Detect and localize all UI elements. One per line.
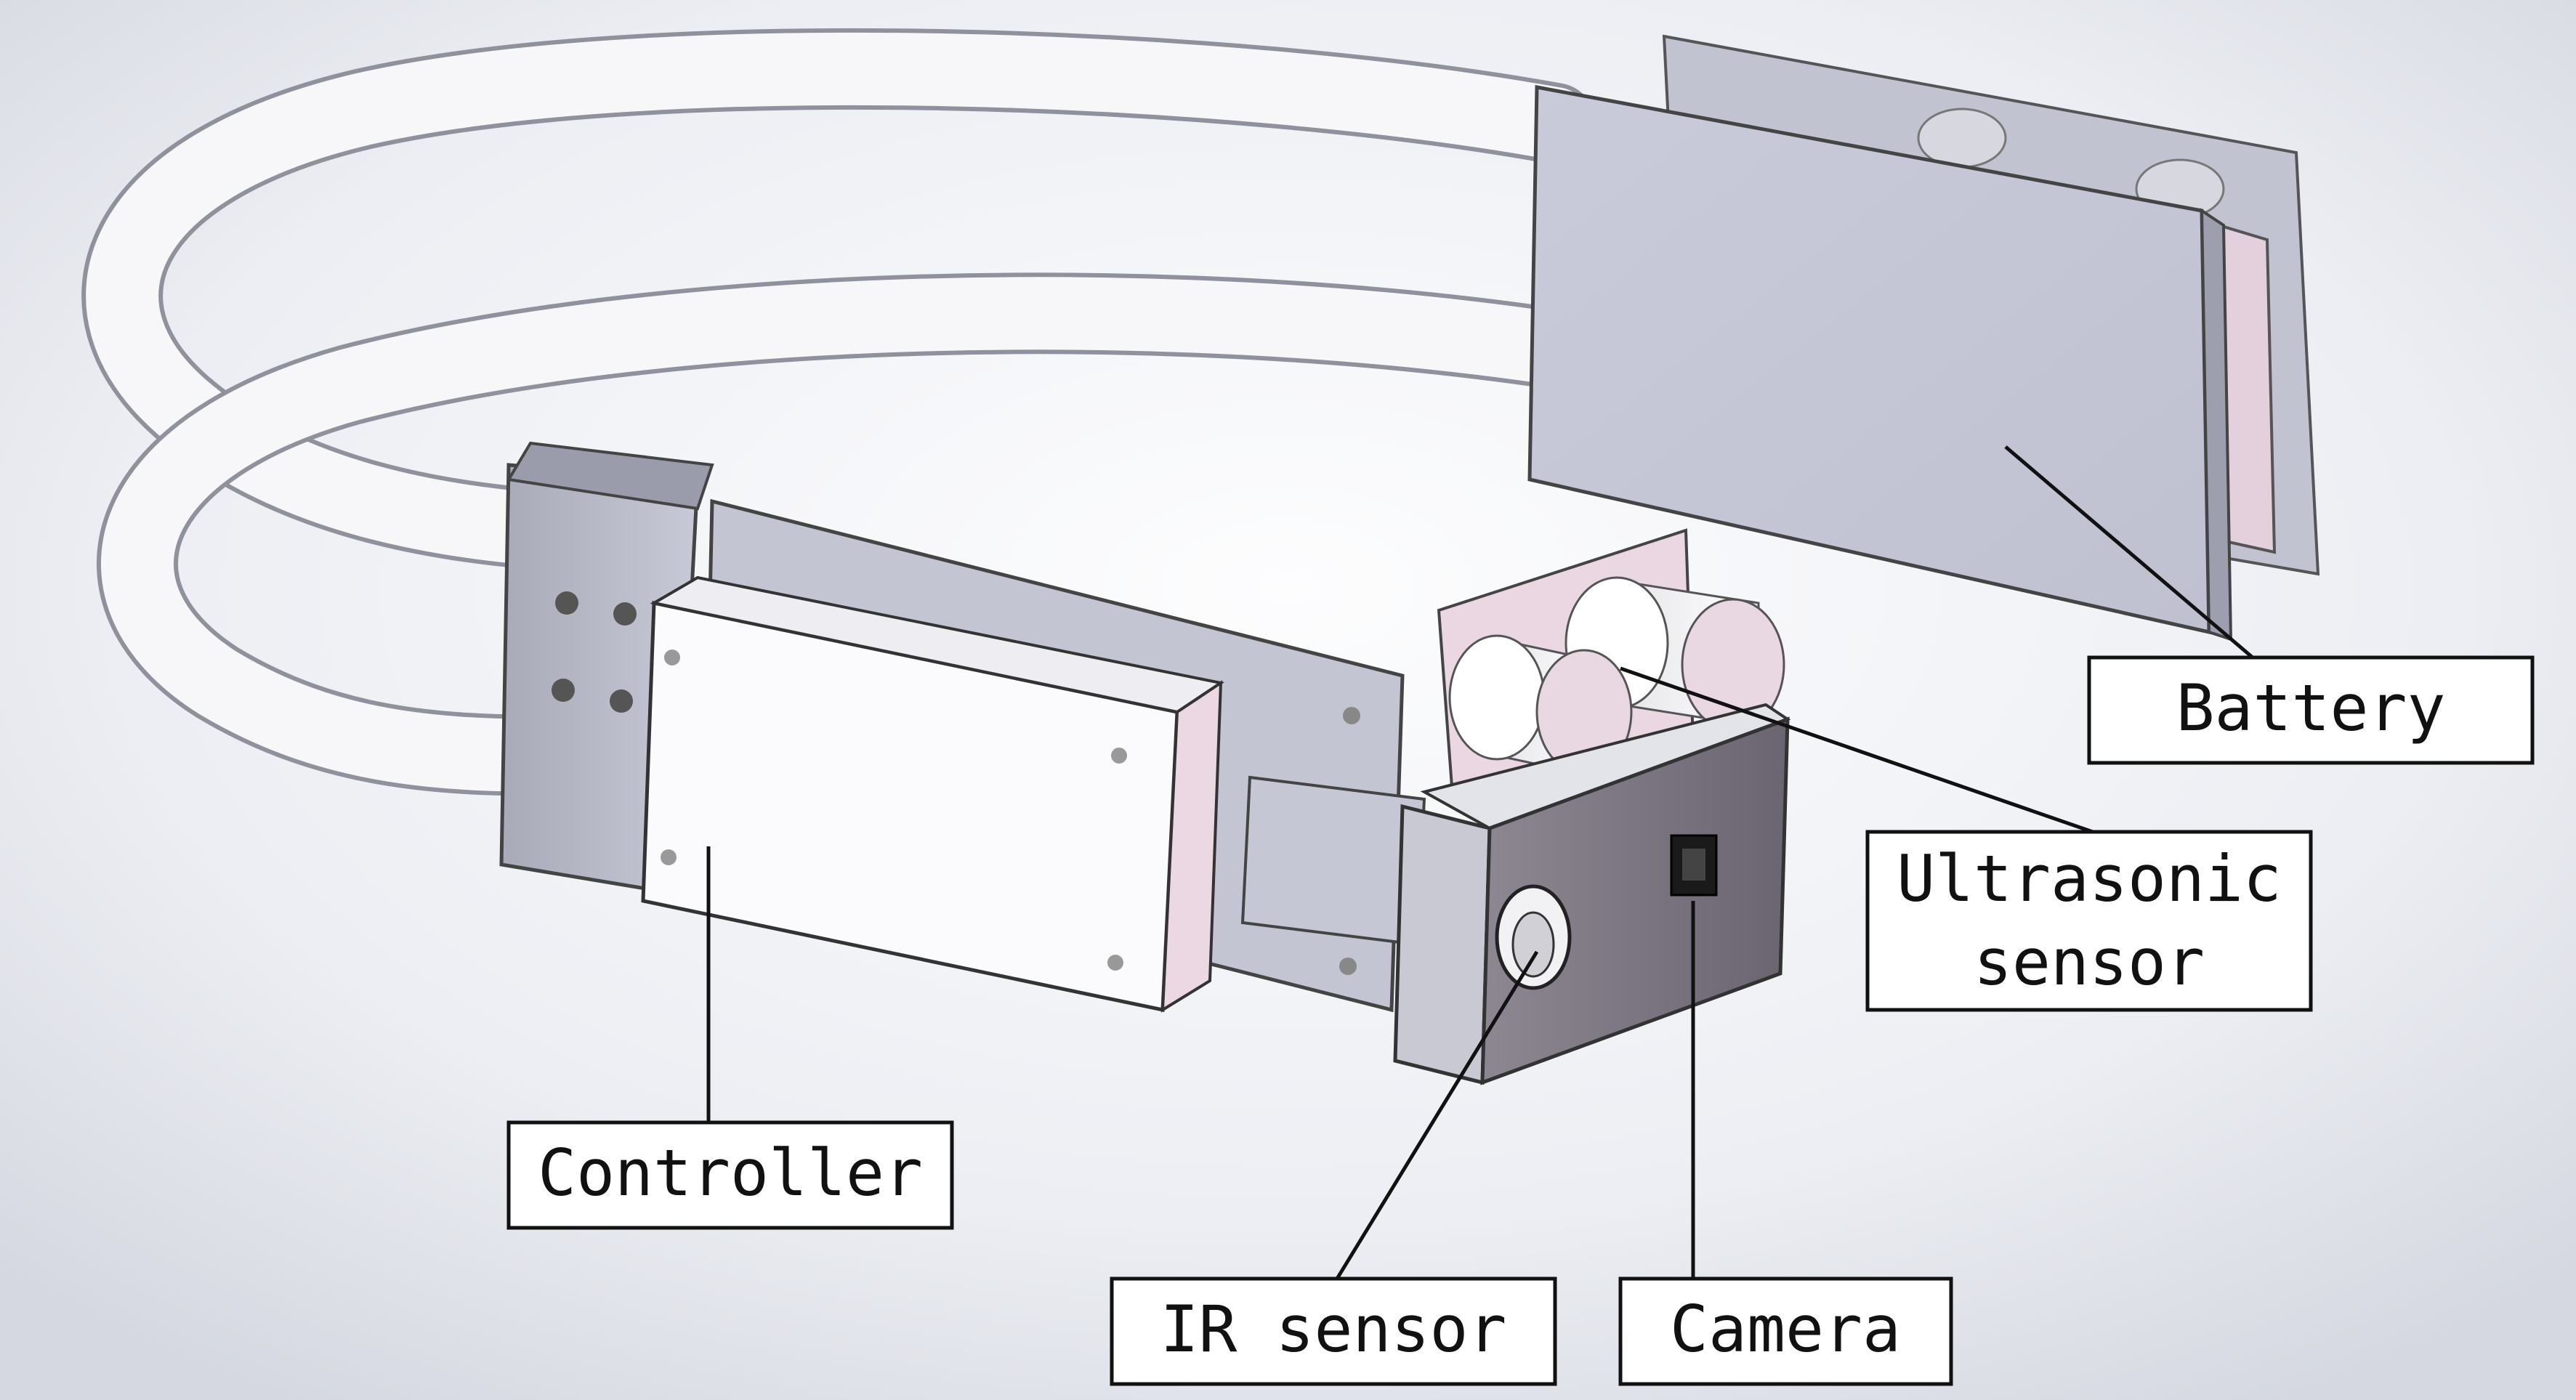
label-ir-sensor-text: IR sensor	[1160, 1292, 1507, 1367]
battery-assembly	[1527, 34, 2320, 642]
camera-lens	[1670, 834, 1718, 897]
label-controller: Controller	[506, 1120, 954, 1230]
label-ultrasonic-line1: Ultrasonic	[1897, 841, 2282, 916]
connector-neck	[1240, 775, 1426, 947]
ir-sensor-leader	[1335, 950, 1539, 1280]
controller-box	[641, 575, 1225, 1013]
battery-leader	[2004, 445, 2254, 659]
ultrasonic-leader	[1620, 666, 2093, 834]
leader-lines	[706, 445, 2254, 1280]
label-camera: Camera	[1618, 1276, 1953, 1386]
label-battery-text: Battery	[2176, 671, 2446, 745]
label-ultrasonic-line2: sensor	[1974, 925, 2205, 1000]
label-camera-text: Camera	[1670, 1292, 1901, 1367]
sensor-housing	[1393, 703, 1791, 1085]
label-ultrasonic-sensor: Ultrasonic sensor	[1865, 830, 2313, 1012]
label-controller-text: Controller	[538, 1136, 923, 1210]
label-battery: Battery	[2087, 655, 2535, 765]
label-ir-sensor: IR sensor	[1110, 1276, 1557, 1386]
headband-tubes	[81, 28, 1596, 796]
